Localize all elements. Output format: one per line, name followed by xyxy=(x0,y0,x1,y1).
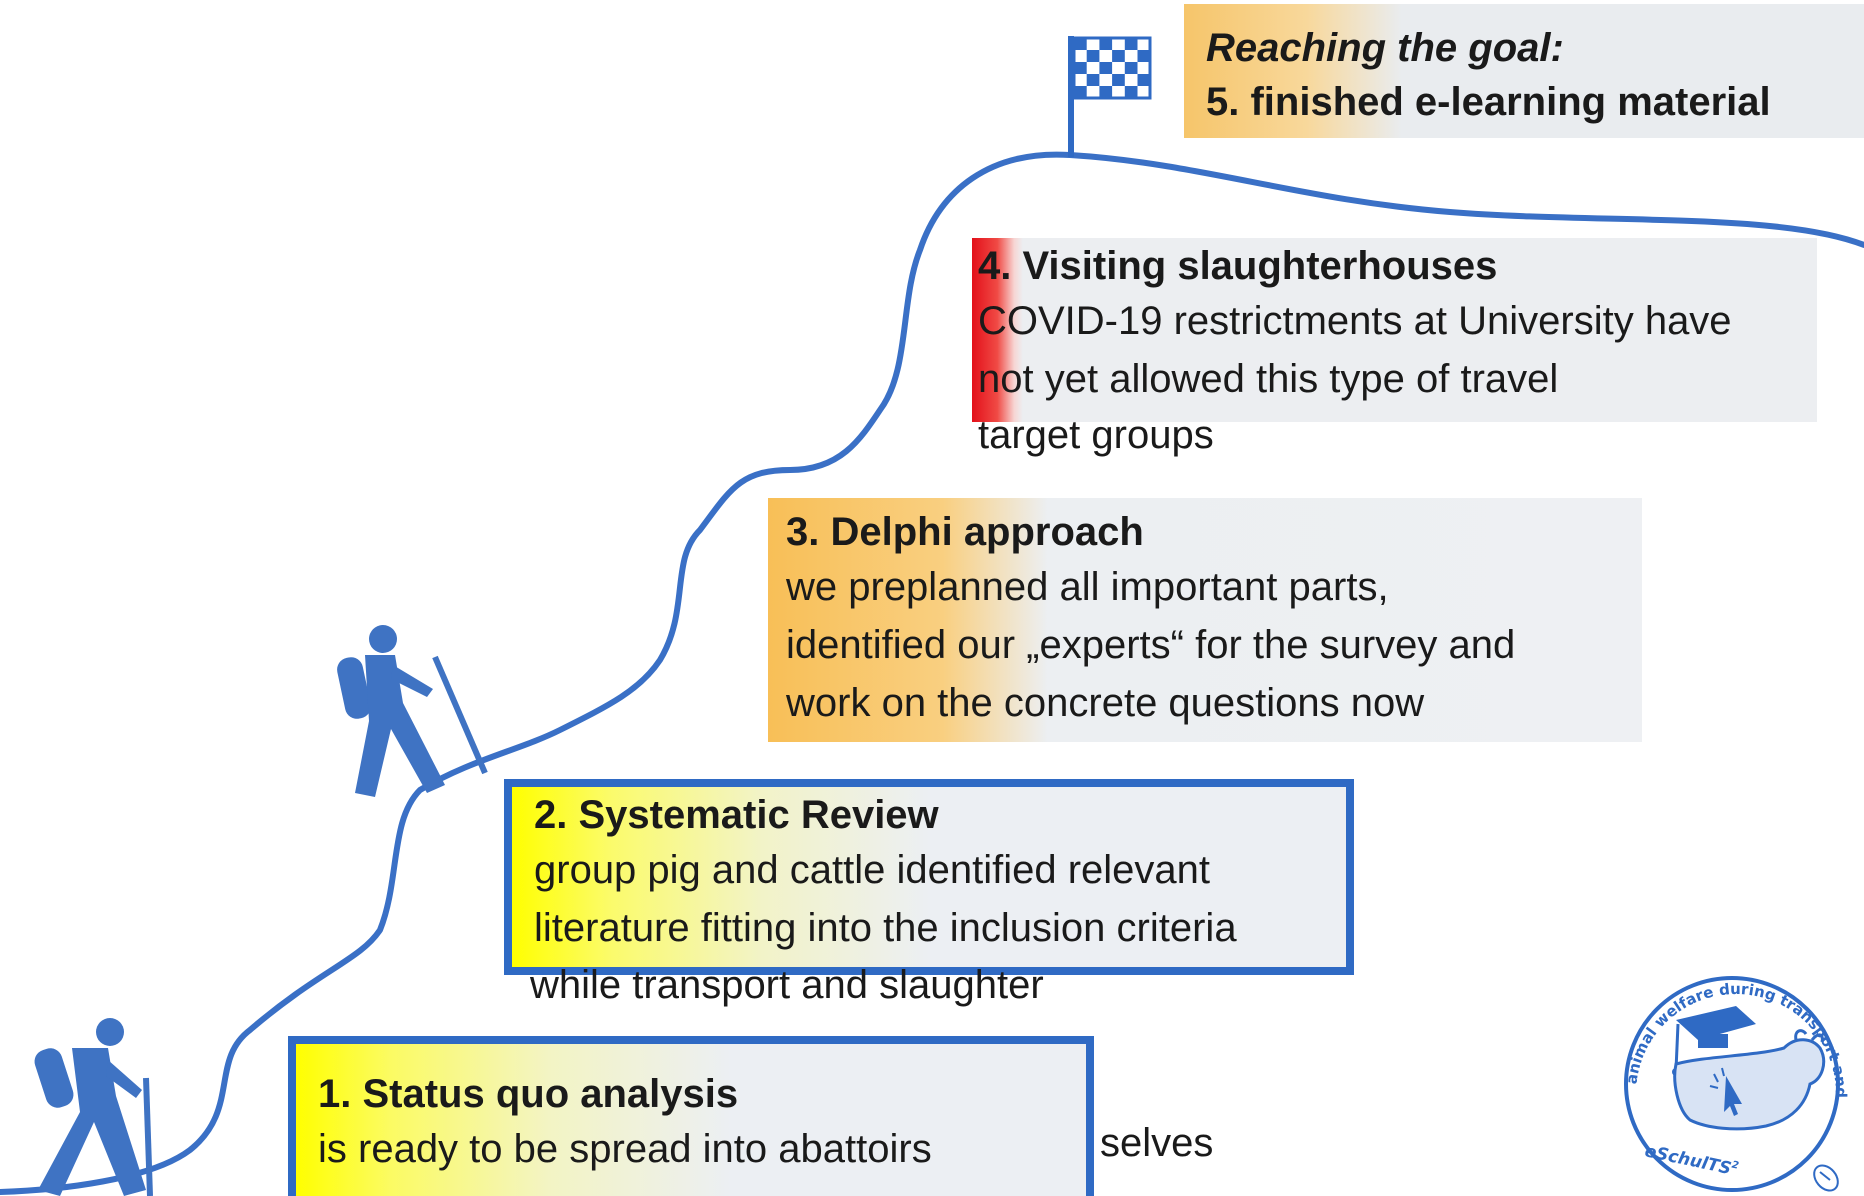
hiker-icon xyxy=(337,625,488,797)
goal-label-row: Reaching the goal: xyxy=(1206,22,1864,74)
step-3-title: 3. Delphi approach xyxy=(786,510,1144,554)
checkered-flag-icon xyxy=(1068,36,1152,157)
goal-text: 5. finished e-learning material xyxy=(1206,80,1771,124)
goal-colon: : xyxy=(1550,26,1564,70)
eschults-logo: animal welfare during transport and slau… xyxy=(1606,944,1850,1192)
step-2-line: literature fitting into the inclusion cr… xyxy=(534,906,1237,950)
step-4-line: not yet allowed this type of travel xyxy=(978,357,1559,401)
graduation-cap-icon xyxy=(1672,1006,1756,1076)
goal-box: Reaching the goal: 5. finished e-learnin… xyxy=(1184,4,1864,138)
step-1-overflow-text: selves xyxy=(1100,1121,1214,1165)
step-2-line: group pig and cattle identified relevant xyxy=(534,848,1211,892)
mouse-icon xyxy=(1813,1164,1839,1192)
step-3-line: identified our „experts“ for the survey … xyxy=(786,623,1516,667)
hiker-icon xyxy=(34,1018,153,1196)
step-3-box: 3. Delphi approach we preplanned all imp… xyxy=(768,498,1642,742)
mountain-path xyxy=(0,151,1864,1195)
step-2-box: 2. Systematic Review group pig and cattl… xyxy=(504,779,1354,975)
step-1-title: 1. Status quo analysis xyxy=(318,1072,739,1116)
step-3-line: we preplanned all important parts, xyxy=(786,565,1389,609)
step-4-overflow-text: target groups xyxy=(978,413,1214,457)
cursor-icon xyxy=(1709,1067,1742,1116)
step-1-box: 1. Status quo analysis is ready to be sp… xyxy=(288,1036,1094,1196)
goal-label: Reaching the goal xyxy=(1206,26,1551,70)
step-2-overflow-text: while transport and slaughter xyxy=(530,963,1044,1007)
step-1-line: is ready to be spread into abattoirs xyxy=(318,1127,932,1171)
cow-icon xyxy=(1673,1029,1826,1131)
step-3-line: work on the concrete questions now xyxy=(786,681,1425,725)
logo-superscript: 2 xyxy=(1731,1160,1740,1172)
step-4-line: COVID-19 restrictments at University hav… xyxy=(978,299,1732,343)
step-4-title: 4. Visiting slaughterhouses xyxy=(978,244,1498,288)
step-4-box: 4. Visiting slaughterhouses COVID-19 res… xyxy=(972,238,1817,422)
step-2-title: 2. Systematic Review xyxy=(534,793,939,837)
